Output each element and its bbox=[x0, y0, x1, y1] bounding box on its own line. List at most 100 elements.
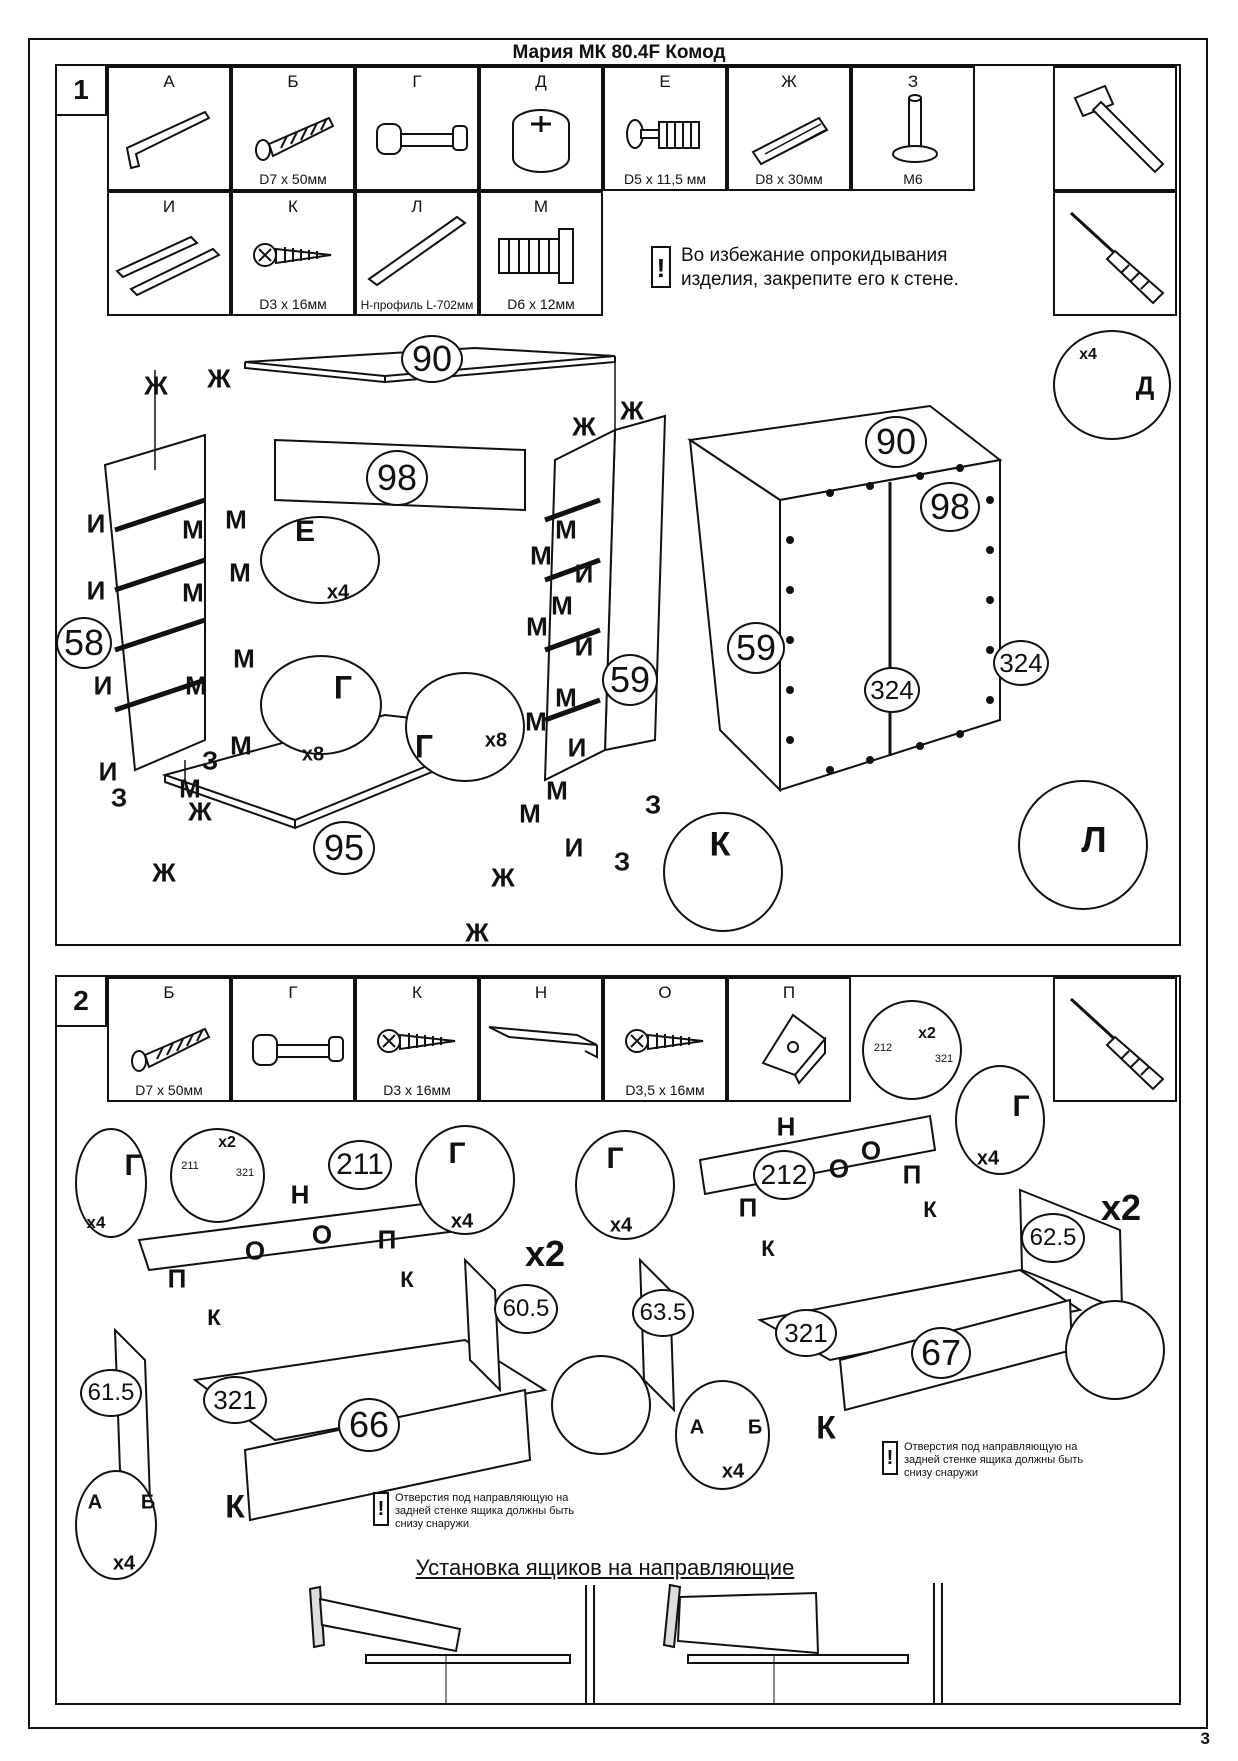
label-g: Г bbox=[1012, 1090, 1030, 1123]
panel-number-61-5: 61.5 bbox=[80, 1369, 142, 1417]
part-cell-a: А bbox=[107, 66, 231, 191]
hammer-icon bbox=[1073, 84, 1165, 174]
euro-screw-icon bbox=[498, 228, 574, 284]
part-caption: D3 x 16мм bbox=[383, 1082, 451, 1098]
detail-k-circle bbox=[663, 812, 783, 932]
small-number-321: 321 bbox=[934, 1053, 954, 1065]
panel-number-58: 58 bbox=[56, 617, 112, 669]
label-o: О bbox=[828, 1153, 850, 1184]
label-p: П bbox=[377, 1224, 397, 1255]
cam-lock-icon bbox=[512, 109, 570, 173]
hole-warning-left: ! Отверстия под направляющую на задней с… bbox=[373, 1492, 603, 1532]
multiplier-x4: x4 bbox=[450, 1210, 474, 1233]
label-a: А bbox=[689, 1416, 705, 1439]
label-zh: Ж bbox=[152, 857, 176, 888]
multiplier-x2: x2 bbox=[218, 1134, 236, 1151]
step-2-panel bbox=[55, 975, 1181, 1705]
detail-l-circle bbox=[1018, 780, 1148, 910]
panel-number-90b: 90 bbox=[865, 416, 927, 468]
part-letter: Б bbox=[287, 72, 299, 91]
part-caption: D7 x 50мм bbox=[259, 171, 327, 187]
label-z: З bbox=[613, 846, 631, 877]
part-caption: М6 bbox=[903, 171, 923, 187]
detail-bracket-circle bbox=[862, 1000, 962, 1100]
part-cell-z: З М6 bbox=[851, 66, 975, 191]
panel-number-59: 59 bbox=[602, 654, 658, 706]
confirmat-screw-icon bbox=[255, 116, 335, 161]
label-i: И bbox=[86, 575, 106, 606]
allen-key-icon bbox=[125, 110, 211, 170]
label-m: М bbox=[230, 730, 252, 761]
detail-g-circle bbox=[75, 1128, 147, 1238]
part-letter: А bbox=[163, 72, 175, 91]
part-cell-k: К D3 x 16мм bbox=[355, 977, 479, 1102]
label-g: Г bbox=[414, 728, 434, 765]
tool-cell-hammer bbox=[1053, 66, 1177, 191]
label-zh: Ж bbox=[188, 796, 212, 827]
warning-text: Во избежание опрокидывания изделия, закр… bbox=[681, 245, 959, 290]
label-zh: Ж bbox=[572, 411, 596, 442]
label-m: М bbox=[546, 775, 568, 806]
part-cell-b: Б D7 x 50мм bbox=[231, 66, 355, 191]
multiplier-g: x8 bbox=[301, 743, 325, 766]
hole-warning-right: ! Отверстия под направляющую на задней с… bbox=[882, 1441, 1112, 1481]
corner-bracket-icon bbox=[761, 1013, 827, 1085]
label-g: Г bbox=[333, 669, 353, 706]
step-1-panel bbox=[55, 64, 1181, 946]
panel-number-321: 321 bbox=[203, 1376, 267, 1424]
part-cell-b: Б D7 x 50мм bbox=[107, 977, 231, 1102]
label-m: М bbox=[182, 577, 204, 608]
part-caption: D7 x 50мм bbox=[135, 1082, 203, 1098]
part-letter: П bbox=[782, 983, 796, 1002]
detail-ab-circle bbox=[675, 1380, 770, 1490]
part-caption: D5 x 11,5 мм bbox=[623, 171, 707, 187]
leveling-foot-icon bbox=[892, 94, 938, 163]
label-i: И bbox=[93, 670, 113, 701]
part-letter: Л bbox=[411, 197, 423, 216]
part-letter: О bbox=[658, 983, 672, 1002]
hole-warning-text: Отверстия под направляющую на задней сте… bbox=[904, 1441, 1084, 1479]
part-cell-n: Н bbox=[479, 977, 603, 1102]
label-zh: Ж bbox=[620, 395, 644, 426]
part-letter: Б bbox=[163, 983, 175, 1002]
multiplier-g2: x8 bbox=[484, 729, 508, 752]
label-o: О bbox=[860, 1135, 882, 1166]
warning-icon: ! bbox=[373, 1492, 389, 1526]
cam-connector-icon bbox=[252, 1034, 344, 1066]
part-letter: Д bbox=[535, 72, 547, 91]
part-caption: D3,5 x 16мм bbox=[625, 1082, 705, 1098]
part-cell-i: И bbox=[107, 191, 231, 316]
label-m: М bbox=[525, 706, 547, 737]
part-caption: D6 x 12мм bbox=[507, 296, 575, 312]
part-cell-m: М D6 x 12мм bbox=[479, 191, 603, 316]
multiplier-x4: x4 bbox=[609, 1214, 633, 1237]
step-2-number: 2 bbox=[55, 975, 107, 1027]
tool-cell-screwdriver bbox=[1053, 191, 1177, 316]
label-i: И bbox=[574, 558, 594, 589]
hole-warning-text: Отверстия под направляющую на задней сте… bbox=[395, 1492, 575, 1530]
part-letter: З bbox=[907, 72, 919, 91]
part-letter: И bbox=[162, 197, 176, 216]
label-p: П bbox=[167, 1263, 187, 1294]
label-m: М bbox=[526, 611, 548, 642]
label-m: М bbox=[233, 643, 255, 674]
panel-number-324b: 324 bbox=[993, 640, 1049, 686]
label-zh: Ж bbox=[144, 370, 168, 401]
part-caption: Н-профиль L-702мм bbox=[360, 298, 474, 312]
drawer-install-drawing-left bbox=[308, 1585, 595, 1705]
label-k: К bbox=[207, 1305, 221, 1330]
detail-g-circle bbox=[415, 1125, 515, 1235]
part-cell-l: Л Н-профиль L-702мм bbox=[355, 191, 479, 316]
part-cell-k: К D3 x 16мм bbox=[231, 191, 355, 316]
detail-g2-circle bbox=[405, 672, 525, 782]
part-letter: Г bbox=[288, 983, 298, 1002]
label-n: Н bbox=[776, 1111, 796, 1142]
label-i: И bbox=[564, 832, 584, 863]
label-zh: Ж bbox=[465, 917, 489, 948]
multiplier-x4: x4 bbox=[721, 1460, 745, 1483]
detail-g-circle bbox=[260, 655, 382, 755]
label-a: А bbox=[87, 1491, 103, 1514]
label-z: З bbox=[201, 745, 219, 776]
tip-over-warning: ! Во избежание опрокидывания изделия, за… bbox=[651, 244, 1021, 294]
label-g: Г bbox=[606, 1142, 624, 1175]
